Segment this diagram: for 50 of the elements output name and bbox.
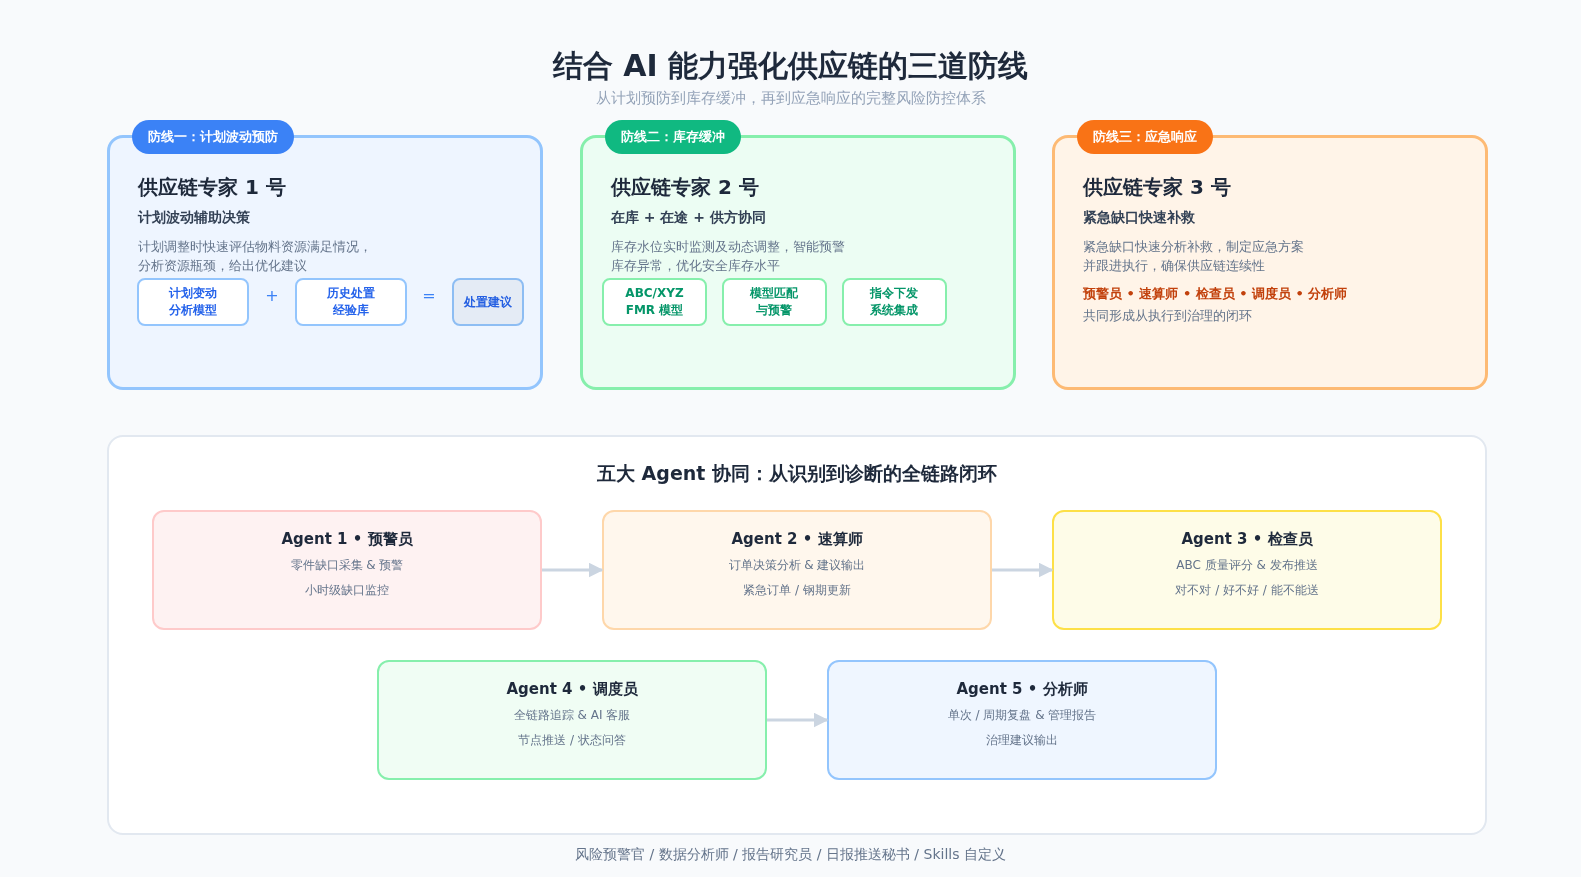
agent-detail: 紧急订单 / 钢期更新 (742, 582, 852, 599)
page-title: 结合 AI 能力强化供应链的三道防线 (551, 47, 1030, 85)
agent-detail: 治理建议输出 (985, 732, 1059, 749)
agent-detail: 零件缺口采集 & 预警 (289, 557, 405, 574)
line-badge: 防线一：计划波动预防 (132, 120, 294, 154)
method-box: 计划变动分析模型 (137, 278, 249, 326)
line-badge: 防线三：应急响应 (1077, 120, 1213, 154)
agent-detail: 订单决策分析 & 建议输出 (727, 557, 867, 574)
agent-title: Agent 1 • 预警员 (280, 530, 414, 549)
agent-card (602, 510, 992, 630)
method-box: 历史处置经验库 (295, 278, 407, 326)
agent-title: Agent 4 • 调度员 (505, 680, 639, 699)
agent-title: Agent 3 • 检查员 (1180, 530, 1314, 549)
role-list: 预警员 • 速算师 • 检查员 • 调度员 • 分析师 (1083, 285, 1457, 303)
card-description: 计划调整时快速评估物料资源满足情况，分析资源瓶颈，给出优化建议 (138, 238, 373, 275)
method-box: ABC/XYZ FMR 模型 (602, 278, 707, 326)
card-heading: 供应链专家 3 号 (1083, 174, 1232, 201)
agent-detail: ABC 质量评分 & 发布推送 (1175, 557, 1319, 574)
panel-heading: 五大 Agent 协同：从识别到诊断的全链路闭环 (596, 461, 998, 486)
agent-panel (107, 435, 1487, 835)
card-note: 共同形成从执行到治理的闭环 (1083, 307, 1253, 325)
page-subtitle: 从计划预防到库存缓冲，再到应急响应的完整风险防控体系 (594, 89, 987, 108)
card-description: 库存水位实时监测及动态调整，智能预警库存异常，优化安全库存水平 (611, 238, 846, 275)
line-badge: 防线二：库存缓冲 (605, 120, 741, 154)
agent-card (377, 660, 767, 780)
method-box: 处置建议 (452, 278, 524, 326)
agent-detail: 全链路追踪 & AI 客服 (512, 707, 632, 724)
arrow (767, 712, 829, 728)
agent-title: Agent 2 • 速算师 (730, 530, 864, 549)
card-heading: 供应链专家 1 号 (138, 174, 287, 201)
agent-card (1052, 510, 1442, 630)
agent-detail: 节点推送 / 状态问答 (517, 732, 627, 749)
plus-sign: + (264, 286, 280, 305)
method-box: 指令下发系统集成 (842, 278, 947, 326)
agent-card (152, 510, 542, 630)
card-subheading: 紧急缺口快速补救 (1083, 209, 1196, 227)
agent-title: Agent 5 • 分析师 (955, 680, 1089, 699)
card-heading: 供应链专家 2 号 (611, 174, 760, 201)
agent-detail: 单次 / 周期复盘 & 管理报告 (946, 707, 1098, 724)
arrow (992, 562, 1054, 578)
card-subheading: 计划波动辅助决策 (138, 209, 251, 227)
card-subheading: 在库 + 在途 + 供方协同 (611, 209, 767, 227)
equals-sign: = (421, 286, 437, 305)
agent-detail: 小时级缺口监控 (304, 582, 390, 599)
card-description: 紧急缺口快速分析补救，制定应急方案并跟进执行，确保供应链连续性 (1083, 238, 1305, 275)
agent-detail: 对不对 / 好不好 / 能不能送 (1174, 582, 1320, 599)
method-box: 模型匹配与预警 (722, 278, 827, 326)
arrow (542, 562, 604, 578)
agent-card (827, 660, 1217, 780)
footer-note: 风险预警官 / 数据分析师 / 报告研究员 / 日报推送秘书 / Skills 自定义 (574, 846, 1007, 864)
